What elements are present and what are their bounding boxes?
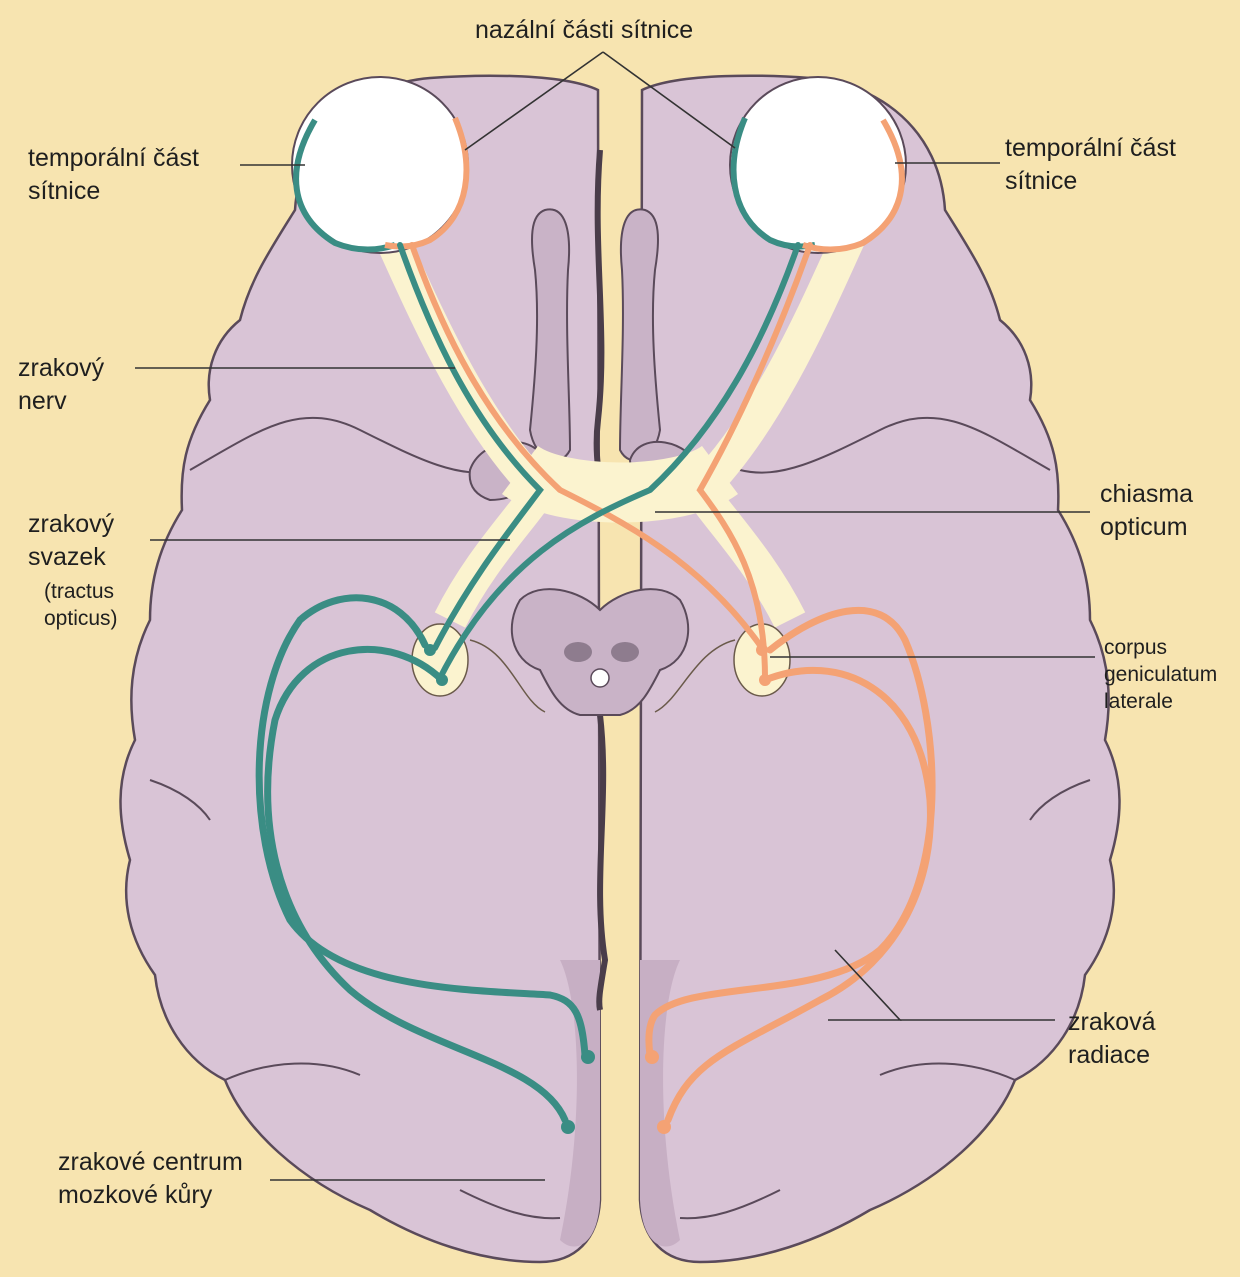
label-optic-tract: zrakový svazek [28, 510, 115, 571]
label-optic-nerve: zrakový nerv [18, 354, 105, 415]
label-chiasm: chiasma opticum [1100, 480, 1194, 541]
right-olfactory-tract [618, 208, 662, 462]
label-nasal-retina: nazální části sítnice [475, 16, 694, 44]
label-temporal-retina-left: temporální část sítnice [28, 144, 199, 205]
label-visual-cortex: zrakové centrum mozkové kůry [58, 1148, 243, 1209]
right-cerebral-peduncle [611, 642, 639, 662]
optic-radiation [255, 594, 936, 1124]
left-olfactory-tract [528, 208, 572, 462]
optic-tract-connection [469, 639, 736, 713]
longitudinal-fissure-posterior [596, 714, 609, 1011]
optic-fibres [397, 242, 813, 681]
right-eye [729, 76, 907, 254]
label-optic-radiation: zraková radiace [1068, 1008, 1156, 1069]
label-temporal-retina-right: temporální část sítnice [1005, 134, 1176, 195]
leader-lines [135, 51, 1095, 1181]
left-cerebral-peduncle [564, 642, 592, 662]
cerebral-aqueduct [590, 668, 610, 688]
left-occipital-area [560, 960, 600, 1247]
label-lgn: corpus geniculatum laterale [1104, 636, 1218, 713]
midbrain [510, 588, 690, 716]
cortex-synapses [561, 1050, 671, 1134]
label-optic-tract-latin: (tractus opticus) [44, 580, 118, 630]
brain-sulci [149, 416, 1091, 1220]
left-temporal-retina [293, 118, 396, 253]
right-hemisphere [637, 74, 1121, 1264]
right-temporal-retina [802, 118, 905, 253]
